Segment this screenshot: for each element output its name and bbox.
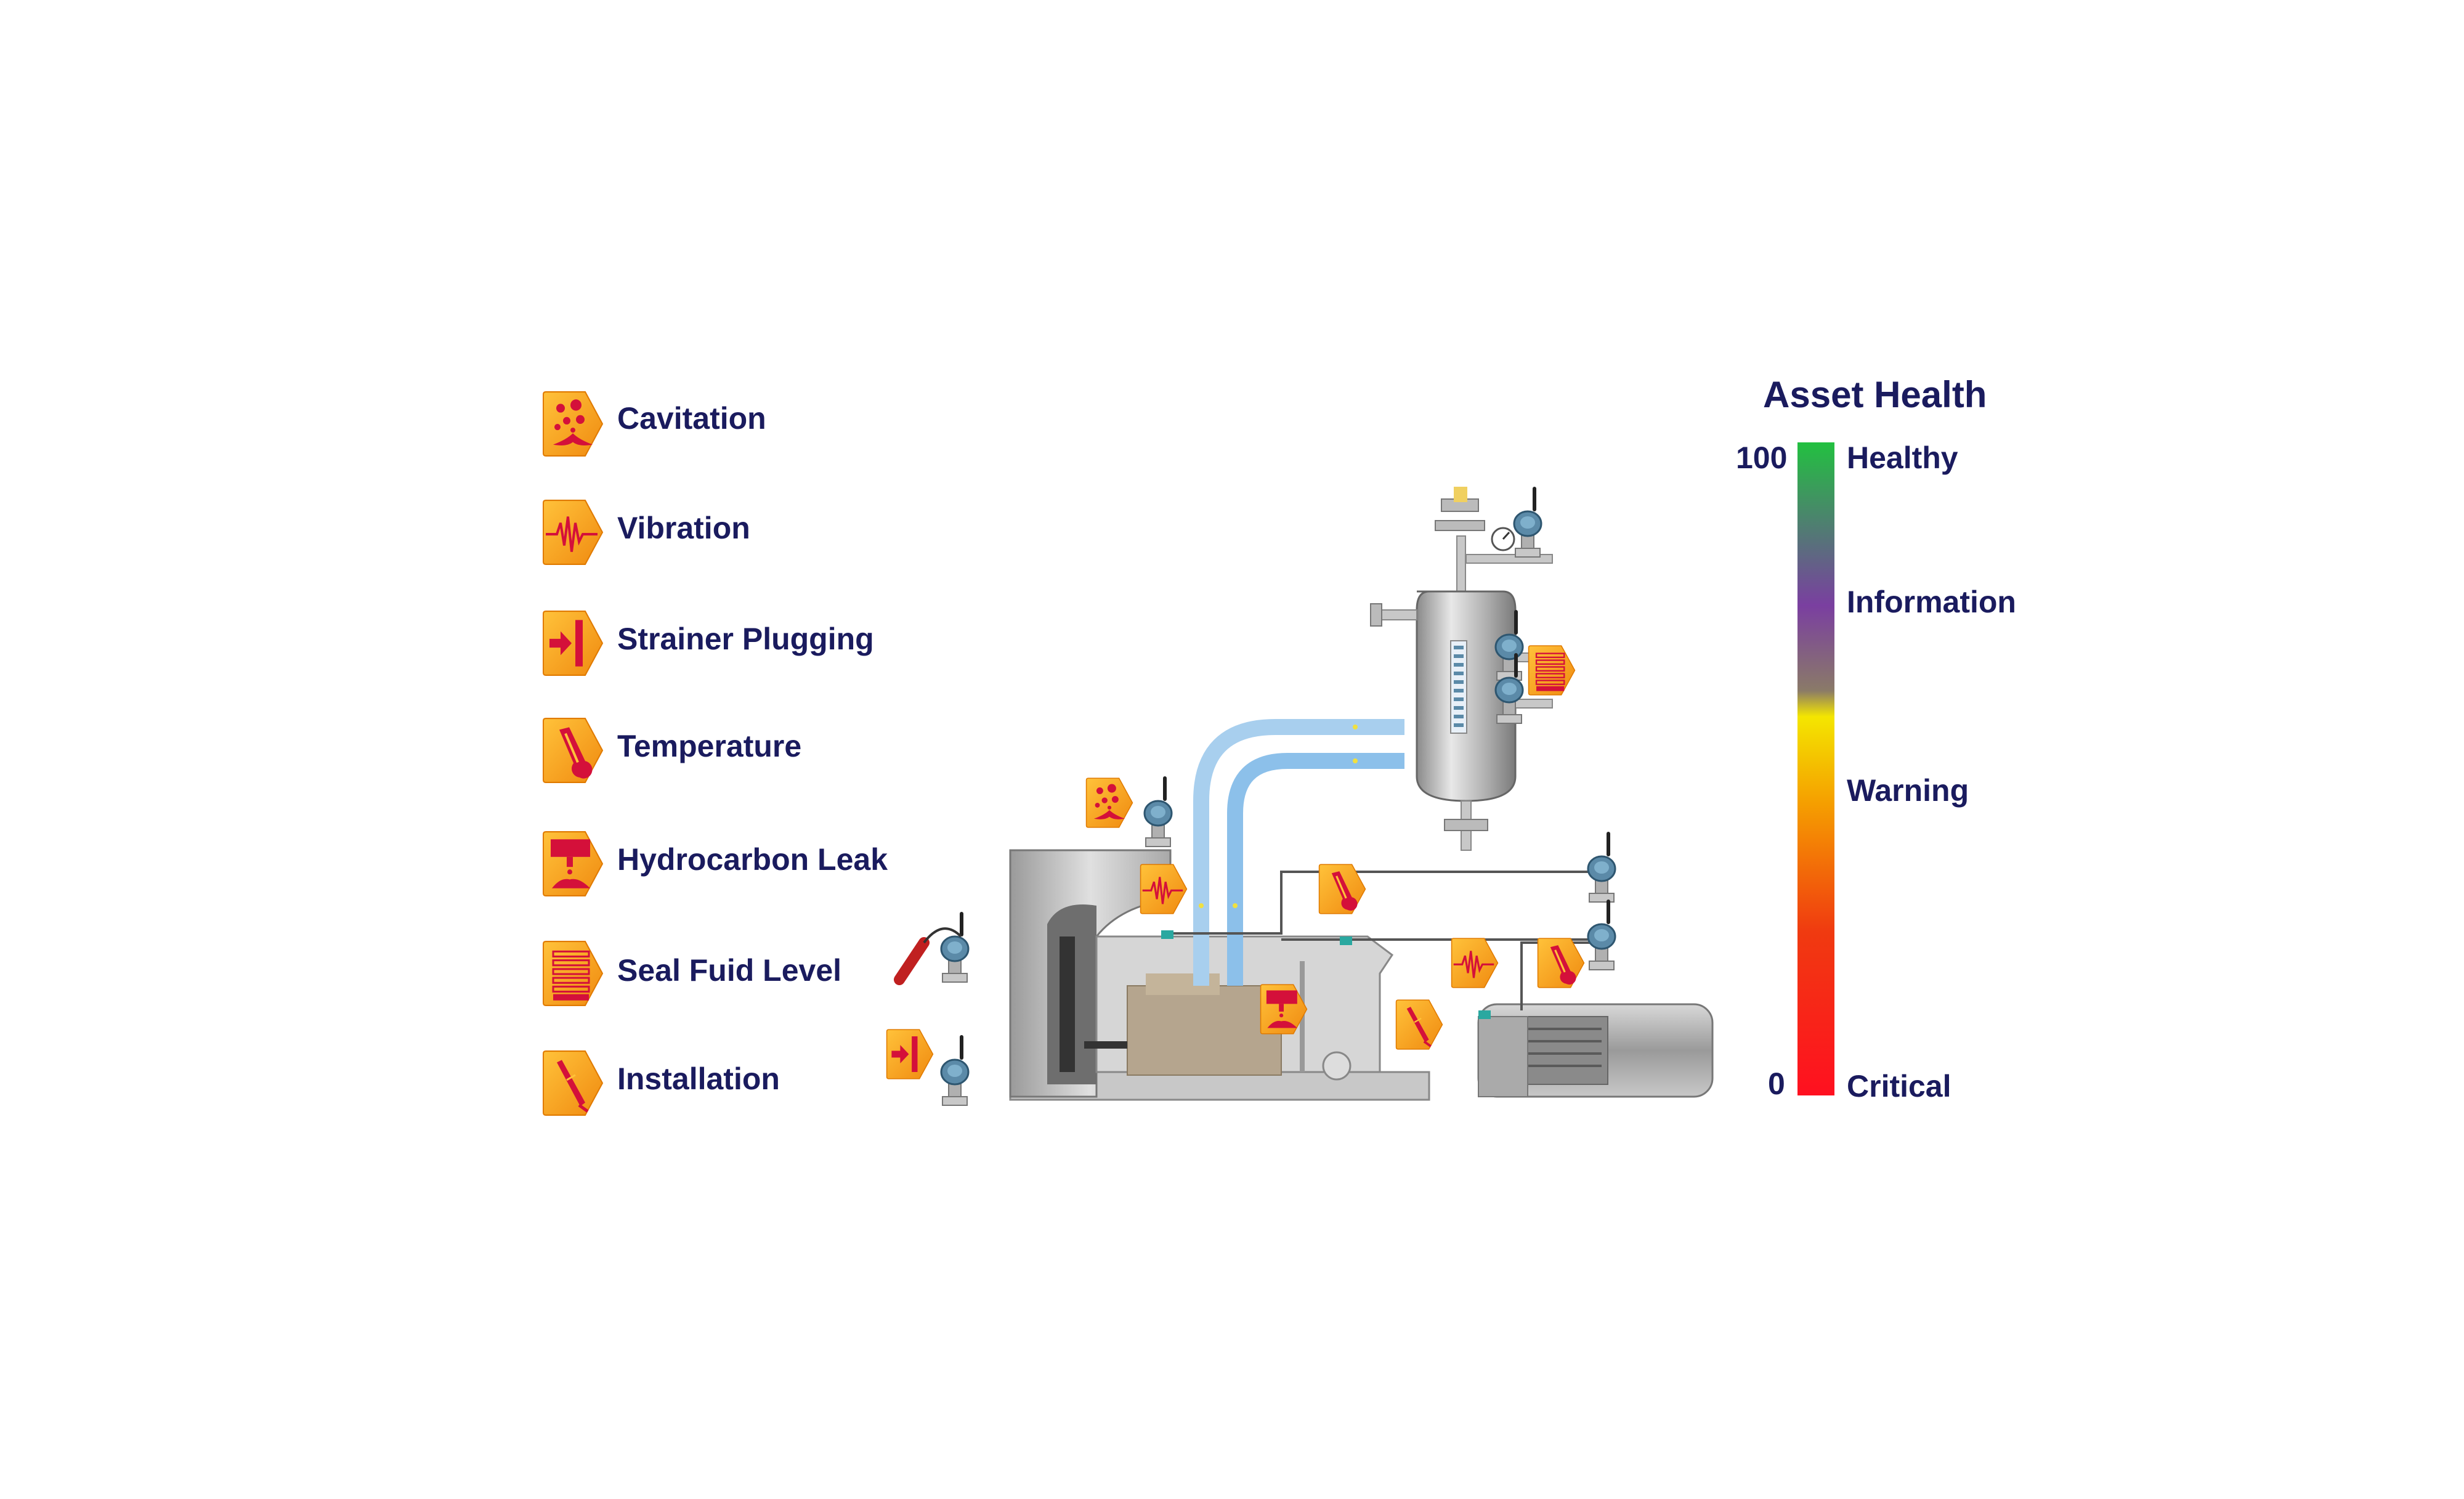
level-critical: Critical <box>1847 1069 1951 1103</box>
legend-label-hydrocarbon-leak: Hydrocarbon Leak <box>617 842 888 877</box>
legend-label-strainer-plugging: Strainer Plugging <box>617 622 874 656</box>
hydrocarbon-leak-icon <box>542 831 604 896</box>
scale-min-value: 0 <box>1768 1066 1785 1101</box>
vibration-icon <box>1140 864 1188 914</box>
health-gradient-bar <box>1797 442 1834 1095</box>
vibration-icon <box>542 500 604 565</box>
legend-label-temperature: Temperature <box>617 729 802 763</box>
asset-health-title: Asset Health <box>1763 374 1987 415</box>
installation-icon <box>542 1050 604 1116</box>
cavitation-icon <box>542 391 604 457</box>
hydrocarbon-leak-icon <box>1260 984 1308 1034</box>
vibration-icon <box>1451 938 1499 988</box>
strainer-plugging-icon <box>542 611 604 676</box>
seal-fluid-level-icon <box>1528 645 1576 696</box>
level-warning: Warning <box>1847 773 1969 808</box>
level-information: Information <box>1847 585 2016 619</box>
temperature-icon <box>542 718 604 783</box>
strainer-plugging-icon <box>886 1029 934 1079</box>
legend-label-seal-fluid-level: Seal Fuid Level <box>617 953 842 988</box>
seal-fluid-level-icon <box>542 941 604 1006</box>
legend-label-installation: Installation <box>617 1062 780 1096</box>
level-healthy: Healthy <box>1847 441 1958 475</box>
temperature-icon <box>1537 938 1585 988</box>
legend-label-cavitation: Cavitation <box>617 401 766 436</box>
cavitation-icon <box>1085 778 1133 828</box>
temperature-icon <box>1318 864 1366 914</box>
pump-skid-illustration <box>894 487 1714 1107</box>
scale-max-value: 100 <box>1736 441 1788 475</box>
installation-icon <box>1395 999 1443 1050</box>
legend-label-vibration: Vibration <box>617 511 750 545</box>
